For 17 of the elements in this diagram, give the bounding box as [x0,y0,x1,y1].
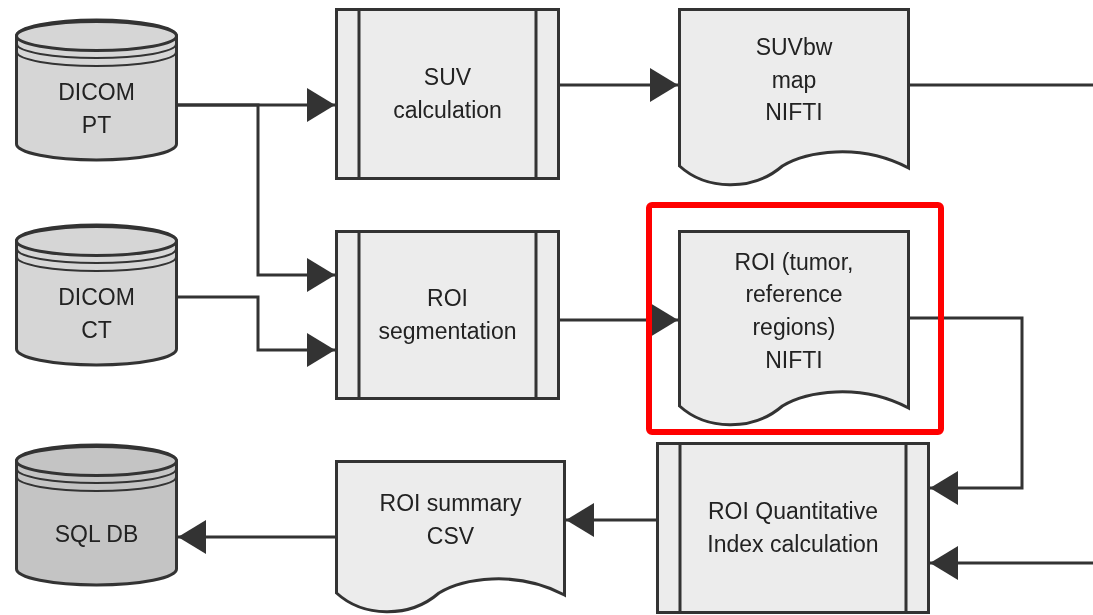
connector-arrow [566,503,656,537]
connector-arrow [560,303,678,337]
node-label: SQL DB [54,519,139,549]
node-label: ROI Quantitative Index calculation [706,497,880,559]
connector-arrow [910,316,1024,505]
node-label: SUV calculation [392,63,503,125]
node-label: ROI segmentation [377,284,518,346]
connector-arrow [178,103,335,292]
node-label: ROI summary CSV [378,488,523,551]
connector-arrow [178,520,335,554]
node-label: SUVbw map NIFTI [754,33,834,128]
connector-arrow [178,295,335,367]
connector-arrow [930,546,1093,580]
node-label: DICOM PT [57,78,136,140]
connector-arrow [560,68,678,102]
node-label: DICOM CT [57,283,136,345]
node-label: ROI (tumor, reference regions) NIFTI [733,247,855,375]
